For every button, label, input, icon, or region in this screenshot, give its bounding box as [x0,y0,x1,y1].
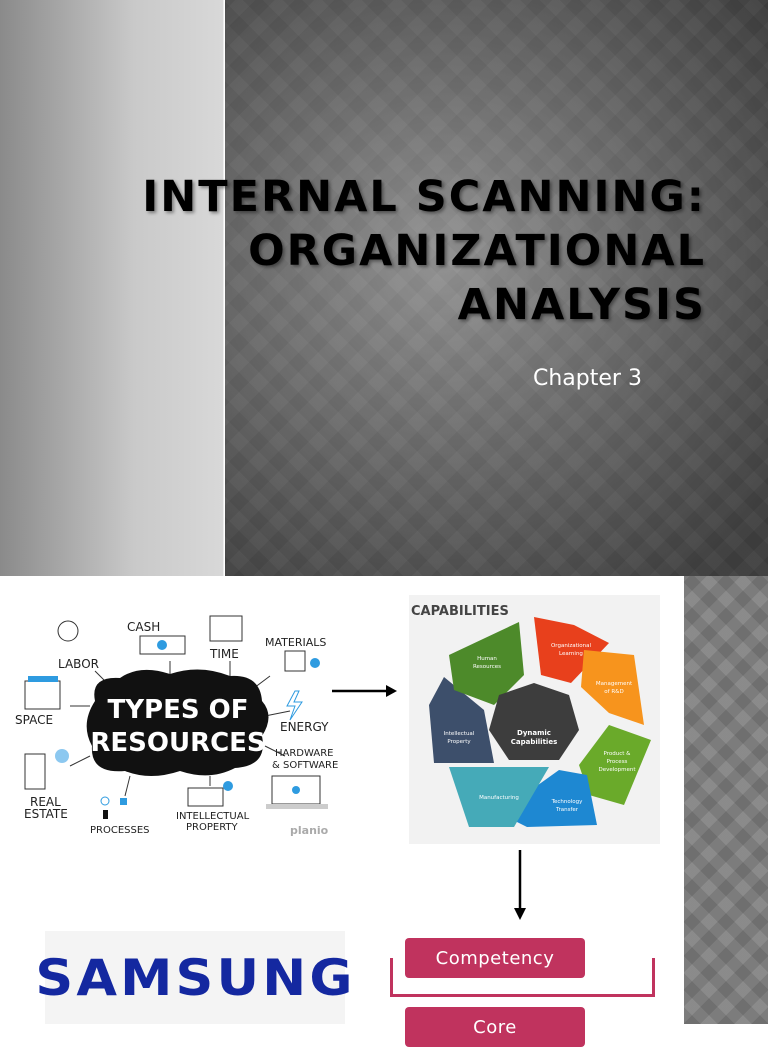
capability-segment-label: Transfer [555,807,579,813]
patterned-strip [684,576,768,1024]
connector-bracket [390,958,655,997]
capability-segment-label: Organizational [551,643,592,649]
samsung-logo-text: SAMSUNG [34,948,356,1007]
title-line-3: ANALYSIS [457,280,706,330]
slide-title: INTERNAL SCANNING: ORGANIZATIONAL ANALYS… [142,170,706,332]
arrow-down-icon [514,850,526,920]
title-line-2: ORGANIZATIONAL [248,226,706,276]
samsung-logo: SAMSUNG [35,931,352,1024]
content-slide: TYPES OF RESOURCES LABOR CASH TIME MATER… [0,576,768,1047]
center-text-2: RESOURCES [90,728,265,758]
segment-dynamic-capabilities [489,683,579,760]
title-line-1: INTERNAL SCANNING: [142,172,706,222]
label-cash: CASH [127,620,160,634]
capability-segment-label: Development [598,767,636,773]
label-intellectual: INTELLECTUAL [176,811,250,822]
capability-segment-label: Management [596,681,633,687]
capability-segment [534,617,609,683]
center-label-2: Capabilities [511,738,557,746]
label-processes: PROCESSES [90,825,150,836]
capability-segment-label: Resources [473,664,501,670]
capabilities-diagram: CAPABILITIES OrganizationalLearningManag… [409,595,660,844]
capability-segment-label: of R&D [604,689,623,695]
capability-segment [579,725,651,805]
capability-segment-label: Property [447,739,471,745]
capability-segment-label: Learning [559,651,583,657]
center-label-1: Dynamic [517,729,551,737]
capability-segment [449,767,549,827]
left-panel [0,0,224,576]
capability-segment-label: Product & [604,751,632,757]
slide-subtitle: Chapter 3 [533,366,642,391]
label-labor: LABOR [58,657,99,671]
label-time: TIME [209,647,239,661]
capability-segment-label: Technology [551,799,584,805]
label-software: & SOFTWARE [272,760,338,771]
capability-segment [581,650,644,725]
capability-segment [429,677,494,763]
capability-segment-label: Process [607,759,628,765]
capability-segment-label: Intellectual [444,731,475,737]
capability-segment-label: Manufacturing [479,795,519,801]
planio-watermark: planio [290,824,329,837]
arrow-right-icon [332,685,397,697]
label-real: REAL [30,795,61,809]
capability-segment [499,770,597,827]
capability-segment-label: Human [477,656,497,662]
competency-box: Competency [405,938,585,978]
resources-cloud [86,669,269,776]
label-energy: ENERGY [280,720,329,734]
capabilities-title: CAPABILITIES [411,604,509,619]
label-hardware: HARDWARE [275,748,333,759]
label-space: SPACE [15,713,53,727]
label-materials: MATERIALS [265,636,326,649]
label-property: PROPERTY [186,822,239,833]
core-box: Core [405,1007,585,1047]
patterned-background [225,0,768,576]
label-estate: ESTATE [24,807,68,821]
types-of-resources-image: TYPES OF RESOURCES LABOR CASH TIME MATER… [15,615,338,837]
center-text-1: TYPES OF [107,695,248,725]
capability-segment [449,622,524,705]
title-slide: INTERNAL SCANNING: ORGANIZATIONAL ANALYS… [0,0,768,576]
